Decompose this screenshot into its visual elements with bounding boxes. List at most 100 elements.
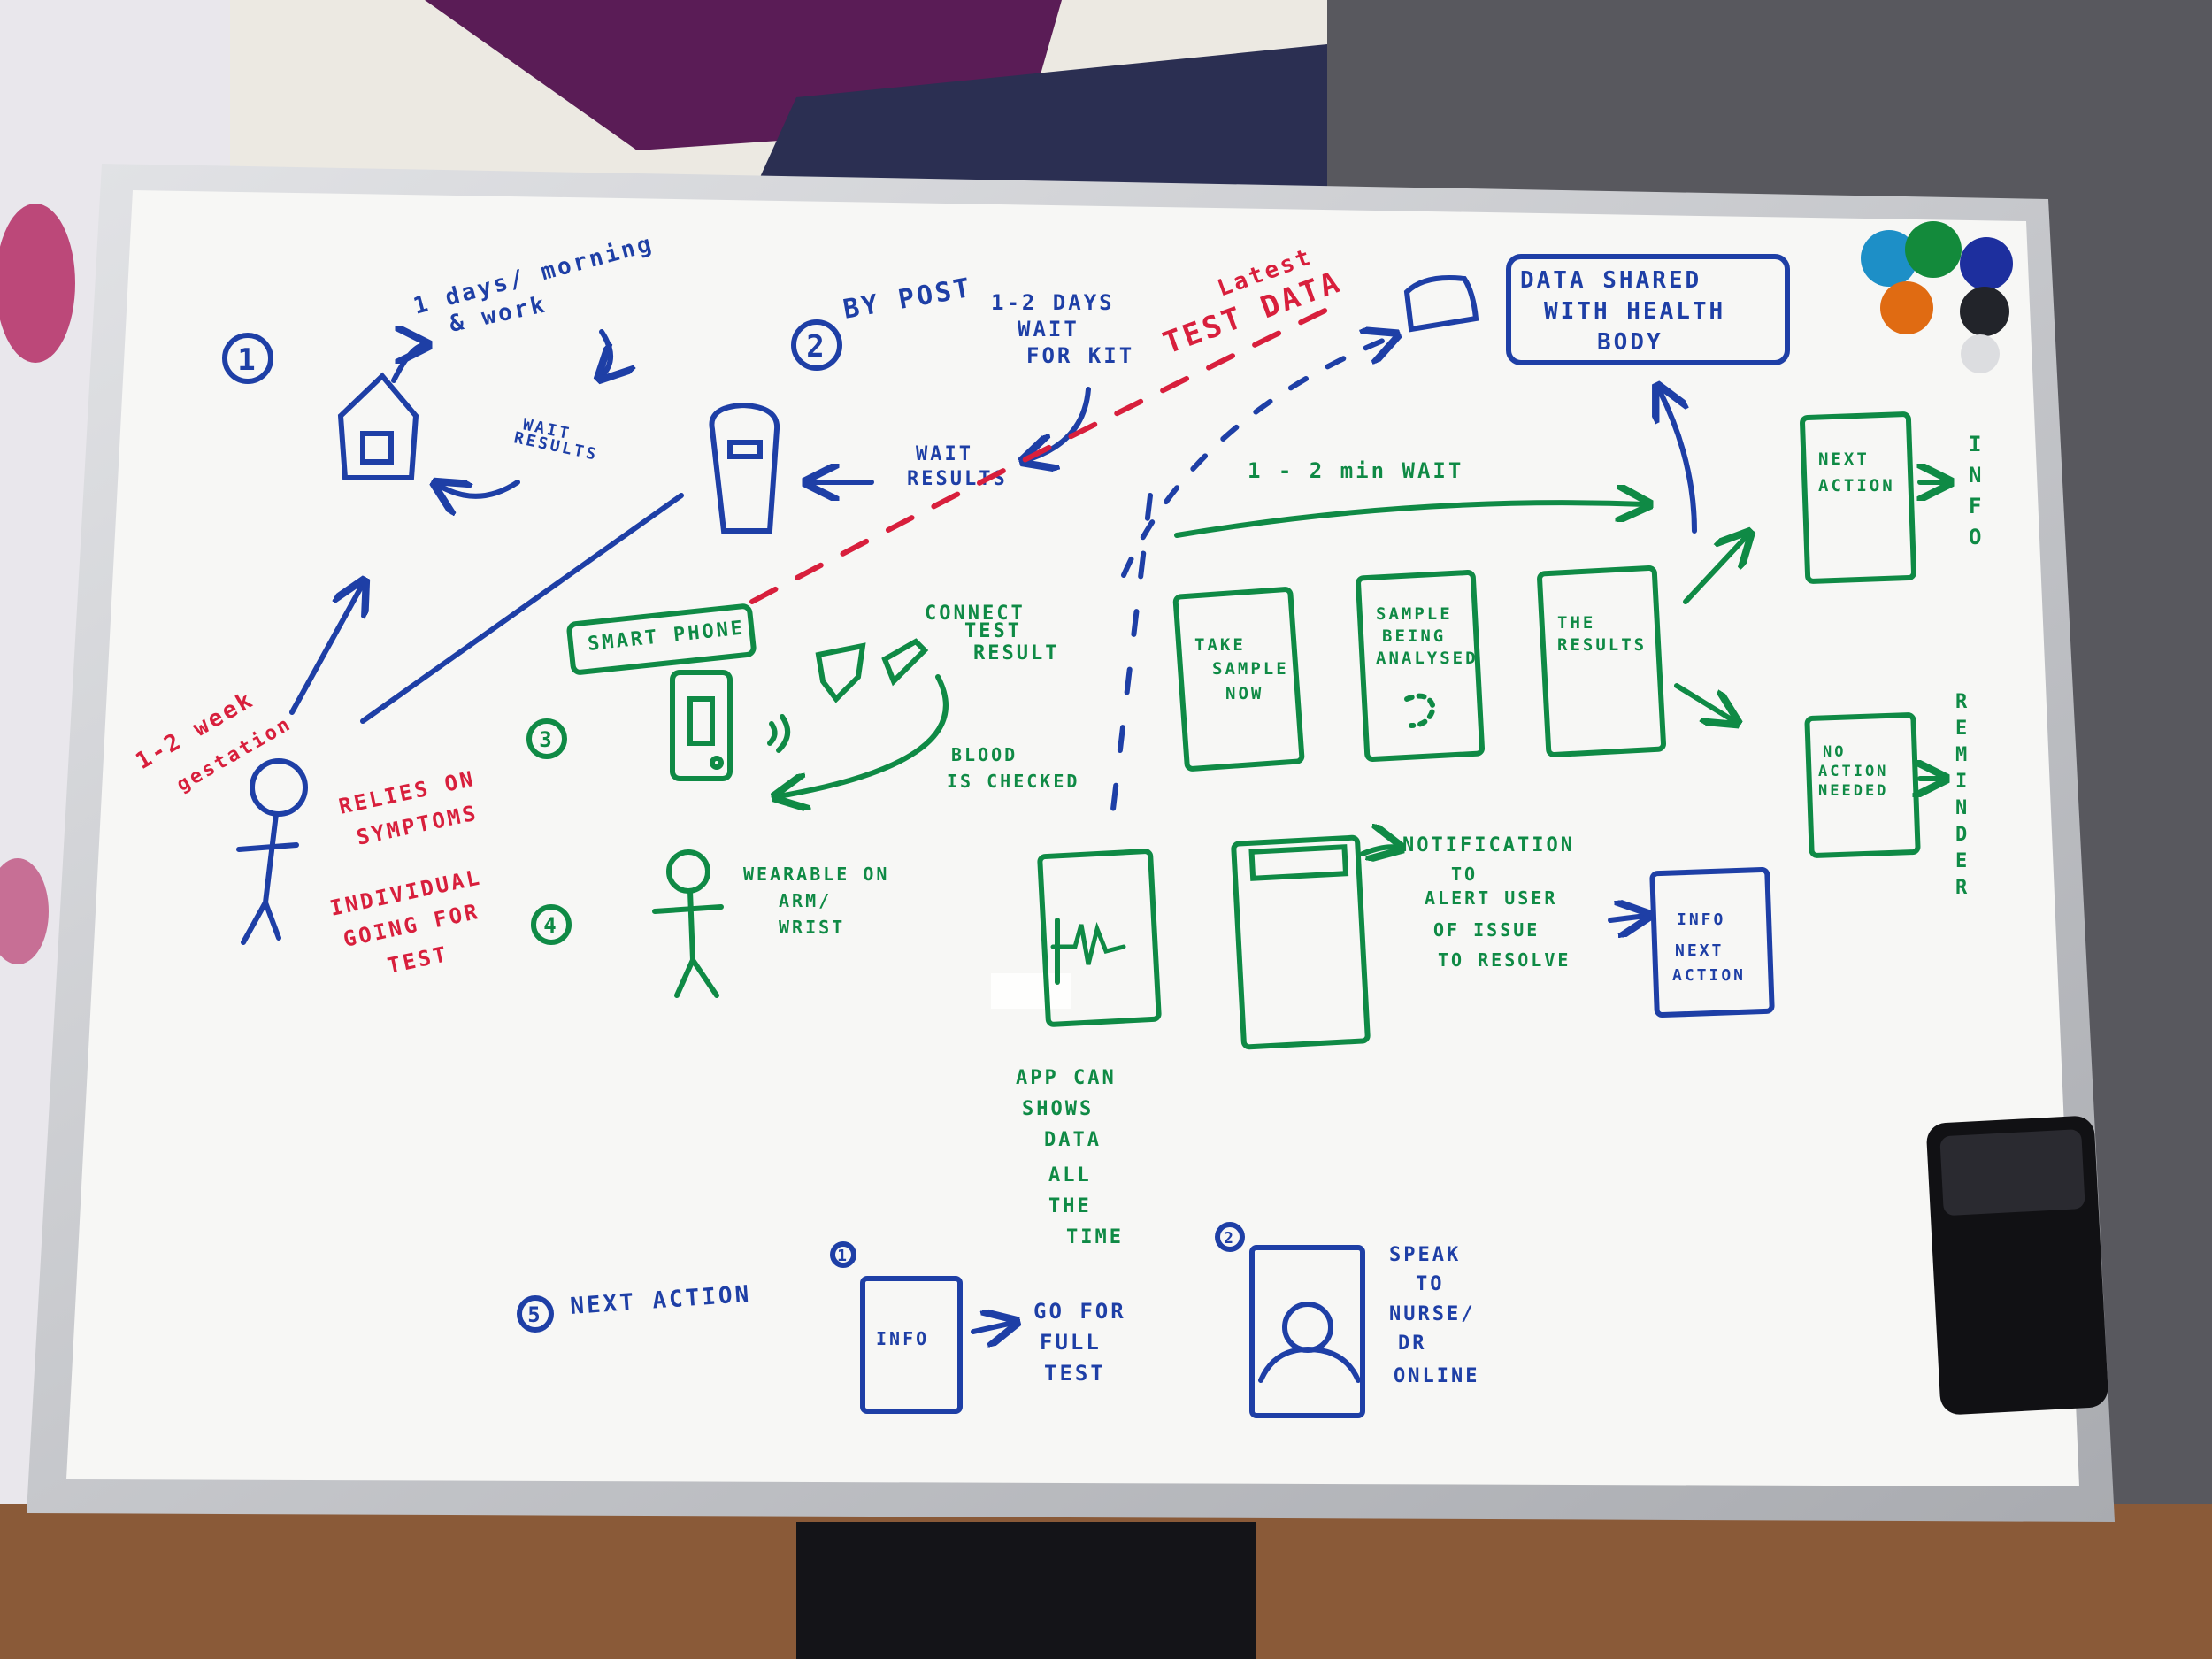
- reminder-letter: N: [1955, 797, 1970, 819]
- step-3-number: 3: [539, 727, 554, 752]
- go-label-1: GO FOR: [1033, 1299, 1126, 1324]
- speak-label-2: TO: [1416, 1273, 1445, 1295]
- cylinder-icon: [1403, 275, 1479, 333]
- card-take-2: SAMPLE: [1212, 659, 1289, 679]
- connect-label-2: TEST: [964, 620, 1022, 642]
- card-graph: [1037, 849, 1162, 1027]
- magnet-icon: [1960, 237, 2013, 290]
- app-label-line: THE: [1048, 1195, 1092, 1217]
- lancet-icon: [815, 638, 929, 703]
- card-results: [1537, 565, 1666, 757]
- step-2-circle: [791, 319, 842, 371]
- wait-results-1: WAIT: [916, 443, 973, 465]
- notification-1: NOTIFICATION: [1402, 834, 1575, 856]
- data-shared-box: [1506, 254, 1790, 365]
- days-label-3: FOR KIT: [1026, 343, 1134, 368]
- wait-label: 1 - 2 min WAIT: [1248, 458, 1463, 483]
- magnets: [1861, 221, 2013, 373]
- step-2-number: 2: [806, 329, 826, 365]
- step-1-circle: [222, 333, 273, 384]
- speak-label-3: NURSE/: [1389, 1303, 1475, 1325]
- card-results-2: RESULTS: [1557, 635, 1647, 655]
- reminder-letter: E: [1955, 850, 1970, 872]
- info-card-2: NEXT: [1675, 941, 1724, 960]
- magnet-icon: [1905, 221, 1962, 278]
- magnet-icon: [1960, 287, 2009, 336]
- card-take-3: NOW: [1225, 684, 1263, 703]
- next-action-2: ACTION: [1818, 476, 1895, 495]
- info-letter: O: [1969, 525, 1984, 549]
- next-action-1: NEXT: [1818, 449, 1870, 469]
- no-action-2: ACTION: [1818, 763, 1888, 780]
- postbox-icon: [709, 402, 780, 534]
- app-label-line: APP CAN: [1016, 1067, 1117, 1089]
- step-5-number: 5: [527, 1302, 542, 1327]
- shoes: [796, 1522, 1256, 1659]
- card-info: [860, 1276, 963, 1414]
- portrait-card: [1249, 1245, 1365, 1418]
- speak-label-4: DR: [1398, 1333, 1427, 1355]
- app-label-line: TIME: [1066, 1226, 1124, 1248]
- reminder-letter: D: [1955, 824, 1970, 846]
- sub-2-circle: [1215, 1222, 1245, 1252]
- go-label-3: TEST: [1044, 1361, 1106, 1386]
- reminder-letter: I: [1955, 771, 1970, 793]
- reminder-letter: M: [1955, 744, 1970, 766]
- card-info-next-action: [1649, 866, 1775, 1018]
- magnet-icon: [1861, 230, 1917, 287]
- data-shared-label-1: DATA SHARED: [1520, 267, 1701, 294]
- card-sample-analysed: [1356, 570, 1485, 762]
- app-label-line: ALL: [1048, 1164, 1092, 1187]
- info-card-3: ACTION: [1672, 966, 1746, 985]
- notification-3: ALERT USER: [1425, 887, 1557, 909]
- wearable-label-3: WRIST: [779, 917, 845, 938]
- card-results-1: THE: [1557, 613, 1595, 633]
- speak-label-5: ONLINE: [1394, 1365, 1479, 1387]
- card-info-label: INFO: [876, 1328, 929, 1349]
- no-action-3: NEEDED: [1818, 782, 1888, 800]
- card-sample-1: SAMPLE: [1376, 604, 1453, 624]
- sub-1-number: 1: [837, 1247, 849, 1265]
- latest-test-data-link: [749, 298, 1348, 604]
- info-letter: I: [1969, 432, 1984, 457]
- go-label-2: FULL: [1040, 1330, 1102, 1355]
- stick-figure-icon: [652, 849, 724, 998]
- card-notification: [1231, 834, 1371, 1050]
- section-2: [709, 254, 1790, 578]
- notification-5: TO RESOLVE: [1438, 949, 1571, 971]
- wearable-label-2: ARM/: [779, 890, 832, 911]
- step-4-number: 4: [543, 913, 558, 938]
- card-next-action: [1800, 411, 1917, 584]
- step-4-circle: [531, 904, 572, 945]
- card-sample-3: ANALYSED: [1376, 649, 1479, 668]
- notification-4: OF ISSUE: [1433, 919, 1540, 941]
- smartphone-icon: [670, 670, 733, 781]
- days-label-2: WAIT: [1018, 317, 1079, 342]
- info-letter: F: [1969, 494, 1984, 518]
- data-shared-label-3: BODY: [1597, 329, 1663, 356]
- notification-2: TO: [1451, 864, 1478, 885]
- reminder-vertical: R E M I N D E R: [1955, 691, 1970, 899]
- info-card-1: INFO: [1677, 910, 1725, 929]
- card-take-1: TAKE: [1194, 635, 1246, 655]
- reminder-letter: R: [1955, 877, 1970, 899]
- data-shared-label-2: WITH HEALTH: [1544, 298, 1725, 325]
- reminder-letter: R: [1955, 691, 1970, 713]
- wearable-label-1: WEARABLE ON: [743, 864, 889, 885]
- info-letter: N: [1969, 463, 1984, 488]
- board-surface: [66, 190, 2079, 1486]
- speak-label-1: SPEAK: [1389, 1244, 1461, 1266]
- days-label-1: 1-2 DAYS: [991, 290, 1115, 315]
- wifi-icon: [767, 714, 790, 753]
- app-label-line: SHOWS: [1022, 1098, 1094, 1120]
- info-vertical: I N F O: [1969, 432, 1984, 549]
- connect-label-1: CONNECT: [925, 603, 1025, 625]
- eraser-icon: [1926, 1116, 2108, 1415]
- section-4: [531, 834, 1775, 1050]
- no-action-1: NO: [1823, 743, 1846, 761]
- section-1: [222, 332, 684, 945]
- magnet-icon: [1961, 334, 2000, 373]
- sub-1-circle: [830, 1241, 856, 1268]
- magnet-icon: [1880, 281, 1933, 334]
